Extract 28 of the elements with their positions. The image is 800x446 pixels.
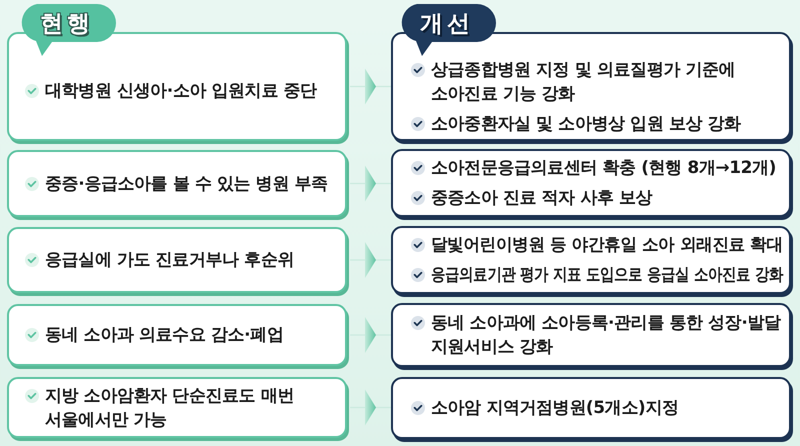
chevron-arrow — [350, 317, 391, 353]
column-heading: 현행 — [39, 10, 95, 38]
bullet-text: 동네 소아과 의료수요 감소·폐업 — [45, 324, 284, 347]
issue-card — [7, 304, 347, 366]
bullet-text: 달빛어린이병원 등 야간휴일 소아 외래진료 확대 — [431, 234, 783, 257]
improvement-card — [391, 226, 791, 294]
issue-card — [7, 227, 347, 293]
chevron-arrow — [350, 390, 391, 426]
bullet-text: 중증·응급소아를 볼 수 있는 병원 부족 — [45, 172, 328, 196]
bullet-text: 소아중환자실 및 소아병상 입원 보상 강화 — [431, 112, 741, 136]
bullet-text: 소아암 지역거점병원(5개소)지정 — [431, 397, 678, 420]
chevron-arrow — [350, 242, 391, 278]
bullet-text: 소아전문응급의료센터 확충 (현행 8개→12개) — [431, 157, 776, 180]
chevron-arrow — [350, 166, 391, 202]
issue-card — [7, 377, 347, 438]
bullet-text: 중증소아 진료 적자 사후 보상 — [431, 187, 652, 210]
improvement-card — [391, 377, 791, 439]
bullet-text: 동네 소아과에 소아등록·관리를 통한 성장·발달 지원서비스 강화 — [431, 312, 782, 359]
improvement-card — [391, 149, 791, 217]
chevron-arrow — [350, 68, 391, 104]
column-heading: 개선 — [419, 10, 475, 38]
bullet-text: 대학병원 신생아·소아 입원치료 중단 — [45, 80, 317, 102]
bullet-text: 지방 소아암환자 단순진료도 매번 서울에서만 가능 — [45, 384, 295, 432]
issue-card — [7, 150, 347, 217]
bullet-text: 응급실에 가도 진료거부나 후순위 — [45, 249, 294, 272]
improvement-card — [391, 303, 791, 367]
bullet-text: 상급종합병원 지정 및 의료질평가 기준에 소아진료 기능 강화 — [431, 58, 736, 106]
bullet-text: 응급의료기관 평가 지표 도입으로 응급실 소아진료 강화 — [431, 264, 783, 287]
